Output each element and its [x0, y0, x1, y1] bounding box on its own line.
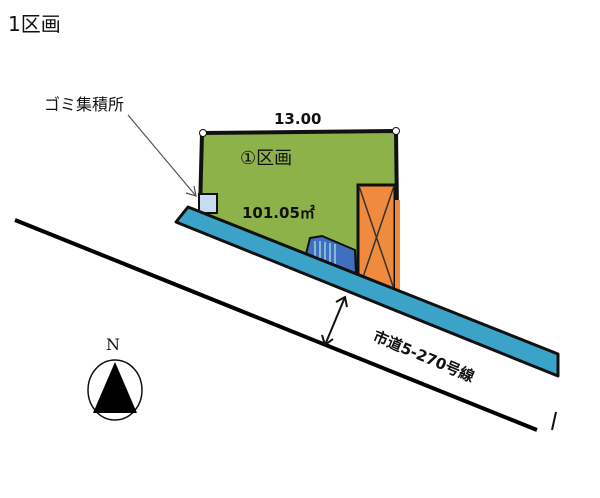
road-width-arrow	[321, 295, 348, 347]
garbage-label: ゴミ集積所	[44, 95, 124, 114]
lot-area-label: 101.05㎡	[242, 204, 315, 222]
frontage-dimension: 13.00	[274, 110, 321, 128]
arrow-head-icon	[185, 185, 197, 197]
road-edge-line	[14, 218, 538, 432]
parking-space	[356, 183, 400, 292]
corner-marker	[199, 129, 207, 137]
garbage-collection-box	[198, 193, 218, 214]
sidewalk-strip	[174, 205, 560, 378]
north-arrow-icon	[87, 359, 143, 421]
pointer-arrow	[127, 114, 197, 197]
north-label: N	[106, 335, 120, 354]
page-title: 1区画	[8, 12, 61, 36]
stairs	[304, 234, 358, 276]
lot-label: ①区画	[240, 148, 292, 169]
corner-marker	[392, 127, 400, 135]
road-width-arrow-partial	[551, 411, 557, 431]
